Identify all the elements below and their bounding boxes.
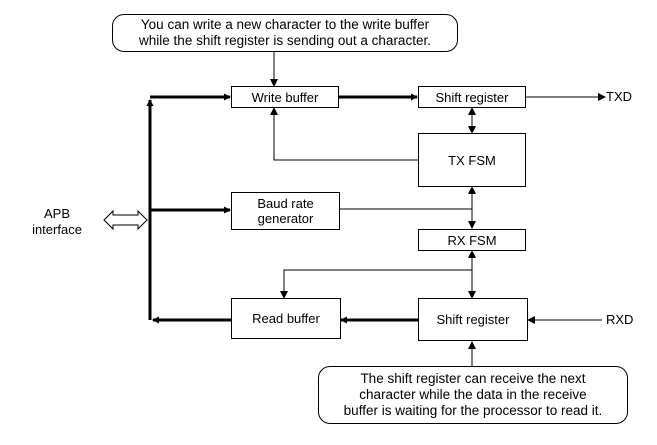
baud-rate-line: generator — [257, 211, 314, 226]
bottom-callout-line: character while the data in the receive — [359, 387, 587, 402]
bottom-callout-line: buffer is waiting for the processor to r… — [343, 403, 603, 418]
read-buffer-block: Read buffer — [231, 298, 341, 339]
rxfsm-to-read-line — [280, 269, 472, 299]
top-callout: You can write a new character to the wri… — [112, 14, 458, 52]
txd-label: TXD — [606, 89, 632, 104]
rxd-label: RXD — [606, 312, 634, 327]
write-buffer-block: Write buffer — [231, 86, 339, 108]
apb-interface-label: APB interface — [22, 206, 92, 238]
top-callout-line: while the shift register is sending out … — [139, 33, 431, 48]
baud-rate-line: Baud rate — [257, 196, 314, 211]
top-callout-line: You can write a new character to the wri… — [140, 17, 430, 32]
tx-fsm-block: TX FSM — [418, 133, 526, 187]
apb-double-arrow — [103, 209, 148, 231]
txfsm-to-write-line — [270, 107, 418, 161]
apb-label-line: interface — [32, 222, 82, 237]
apb-label-line: APB — [43, 206, 70, 221]
baud-rate-generator-block: Baud rate generator — [231, 192, 340, 230]
rx-shift-register-block: Shift register — [418, 298, 528, 341]
bottom-callout: The shift register can receive the next … — [318, 366, 628, 424]
tx-shift-register-block: Shift register — [418, 86, 526, 108]
bottom-callout-line: The shift register can receive the next — [360, 371, 586, 386]
rx-fsm-block: RX FSM — [418, 229, 526, 251]
